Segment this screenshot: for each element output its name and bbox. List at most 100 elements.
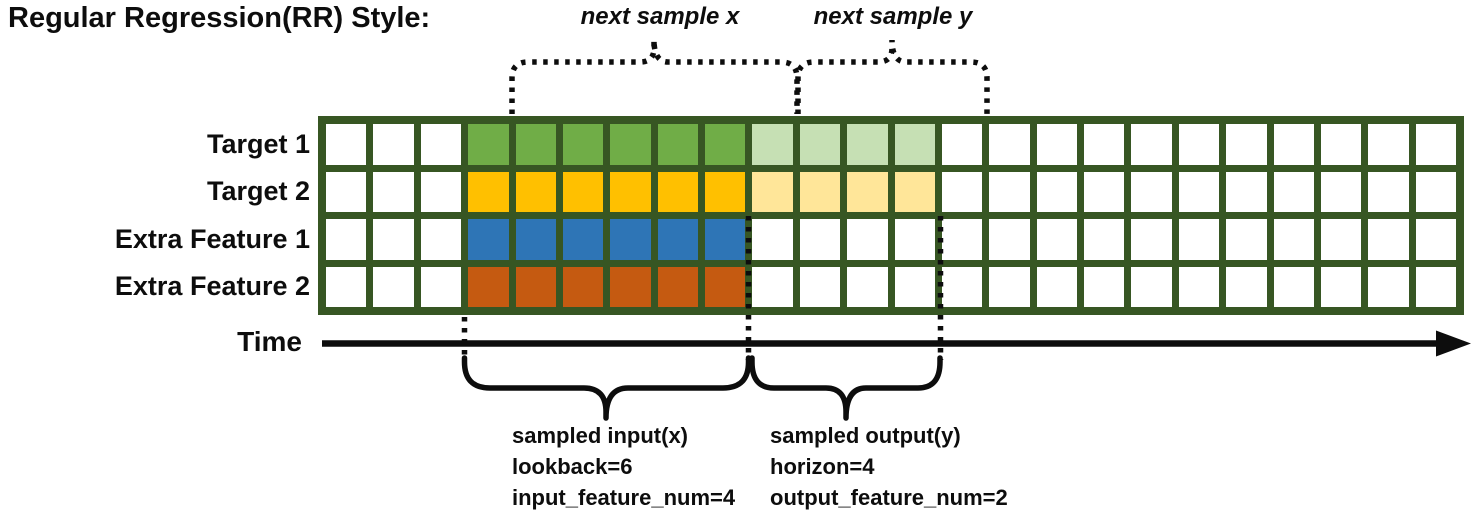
grid-cell — [1273, 124, 1314, 165]
grid-cell — [562, 171, 604, 212]
grid-cell — [894, 124, 935, 165]
grid-cell — [705, 219, 746, 260]
grid-cell — [657, 171, 698, 212]
grid-cell — [373, 124, 414, 165]
grid-cell — [610, 219, 651, 260]
grid-cell — [420, 266, 462, 307]
timeline-grid — [318, 116, 1464, 315]
grid-cell — [752, 266, 793, 307]
grid-cell — [1226, 266, 1267, 307]
grid-cell — [894, 266, 935, 307]
grid-cell — [562, 266, 604, 307]
next-sample-x-label: next sample x — [580, 3, 740, 30]
grid-cell — [1368, 124, 1409, 165]
grid-cell — [799, 171, 841, 212]
grid-cell — [515, 124, 556, 165]
grid-cell — [1131, 171, 1172, 212]
grid-cell — [1131, 219, 1172, 260]
grid-cell — [1415, 266, 1456, 307]
grid-cell — [1178, 219, 1220, 260]
output-feature-line: output_feature_num=2 — [770, 485, 1008, 510]
grid-cell — [1226, 171, 1267, 212]
grid-cell — [1084, 171, 1125, 212]
grid-cell — [326, 171, 367, 212]
next-sample-y-brace — [795, 39, 990, 114]
time-axis-arrowhead-icon — [1436, 330, 1471, 357]
lookback-line: lookback=6 — [512, 454, 633, 479]
grid-cell — [1320, 124, 1362, 165]
grid-cell — [468, 171, 509, 212]
grid-cell — [705, 171, 746, 212]
grid-cell — [752, 171, 793, 212]
grid-cell — [989, 171, 1030, 212]
grid-cell — [1084, 219, 1125, 260]
grid-cell — [515, 171, 556, 212]
grid-cell — [1368, 219, 1409, 260]
row-label-target-2: Target 2 — [206, 176, 310, 206]
grid-cell — [468, 124, 509, 165]
grid-cell — [989, 219, 1030, 260]
grid-cell — [1320, 171, 1362, 212]
grid-cell — [1178, 171, 1220, 212]
row-label-extra-feature-1: Extra Feature 1 — [114, 224, 310, 254]
grid-cell — [1036, 124, 1077, 165]
next-sample-x-brace — [509, 39, 800, 114]
grid-cell — [562, 124, 604, 165]
grid-cell — [610, 124, 651, 165]
sampled-output-brace — [749, 355, 943, 421]
grid-cell — [847, 171, 888, 212]
grid-cell — [1226, 219, 1267, 260]
grid-cell — [1415, 171, 1456, 212]
grid-cell — [894, 171, 935, 212]
grid-cell — [373, 266, 414, 307]
grid-cell — [657, 266, 698, 307]
next-sample-y-label: next sample y — [813, 3, 973, 30]
sampled-input-line: sampled input(x) — [512, 423, 689, 448]
grid-cell — [420, 171, 462, 212]
grid-cell — [326, 219, 367, 260]
grid-cell — [1320, 266, 1362, 307]
grid-cell — [989, 124, 1030, 165]
grid-cell — [1036, 171, 1077, 212]
grid-cell — [705, 124, 746, 165]
grid-cell — [326, 266, 367, 307]
grid-cell — [1368, 171, 1409, 212]
grid-cell — [705, 266, 746, 307]
grid-cell — [420, 124, 462, 165]
grid-cell — [420, 219, 462, 260]
grid-cell — [941, 124, 983, 165]
sampled-output-caption: sampled output(y) horizon=4 output_featu… — [770, 420, 1008, 513]
grid-cell — [752, 219, 793, 260]
grid-cell — [799, 124, 841, 165]
sampled-output-line: sampled output(y) — [770, 423, 961, 448]
grid-cell — [1415, 219, 1456, 260]
grid-cell — [468, 219, 509, 260]
grid-cell — [1131, 266, 1172, 307]
grid-cell — [515, 266, 556, 307]
grid-cell — [326, 124, 367, 165]
page-title: Regular Regression(RR) Style: — [8, 2, 431, 34]
grid-cell — [894, 219, 935, 260]
grid-cell — [373, 219, 414, 260]
row-label-extra-feature-2: Extra Feature 2 — [114, 271, 310, 301]
grid-cell — [515, 219, 556, 260]
time-axis-label: Time — [237, 326, 302, 357]
grid-cell — [941, 171, 983, 212]
grid-cell — [752, 124, 793, 165]
grid-cell — [1036, 219, 1077, 260]
grid-cell — [1226, 124, 1267, 165]
grid-cell — [941, 219, 983, 260]
grid-cell — [799, 219, 841, 260]
grid-cell — [1178, 266, 1220, 307]
grid-cell — [799, 266, 841, 307]
grid-cell — [1273, 171, 1314, 212]
grid-cell — [610, 171, 651, 212]
grid-cell — [1368, 266, 1409, 307]
grid-cell — [941, 266, 983, 307]
grid-cell — [610, 266, 651, 307]
grid-cell — [1084, 124, 1125, 165]
grid-cell — [657, 219, 698, 260]
grid-cell — [1273, 266, 1314, 307]
grid-cell — [1178, 124, 1220, 165]
